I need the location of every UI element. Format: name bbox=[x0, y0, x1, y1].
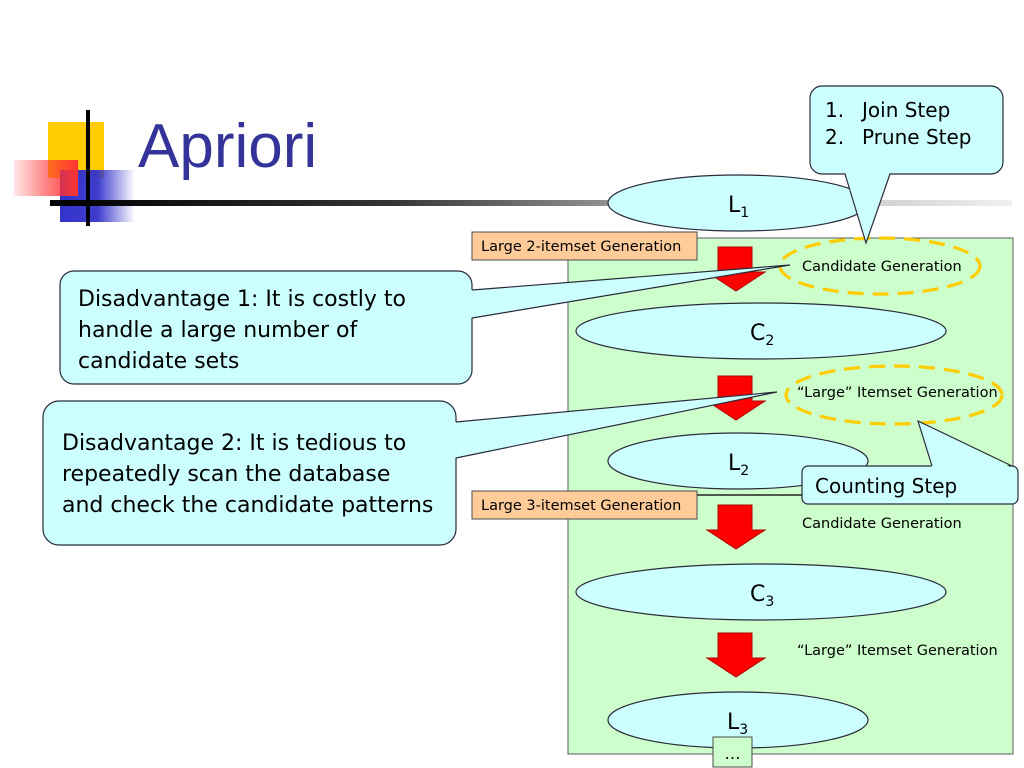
decor-vertical-rule bbox=[86, 110, 90, 226]
node-label: C3 bbox=[750, 582, 774, 610]
steps-list-number: 2. bbox=[825, 125, 844, 149]
node-letter: C bbox=[750, 321, 765, 346]
itemset-node-C3: C3 bbox=[575, 563, 947, 621]
node-letter: L bbox=[728, 451, 741, 476]
title-underline-rule bbox=[50, 200, 1012, 206]
steps-list-item-join: Join Step bbox=[860, 98, 950, 122]
stage-label-large-3-itemset: Large 3-itemset Generation bbox=[471, 490, 698, 520]
node-label: L3 bbox=[727, 710, 748, 738]
stage-label-text: Large 3-itemset Generation bbox=[481, 498, 681, 514]
highlight-dashed-ellipse bbox=[784, 364, 1004, 426]
node-ellipse bbox=[575, 563, 947, 621]
decor-red-bar bbox=[14, 160, 78, 196]
disadvantage-2-callout: Disadvantage 2: It is tedious to repeate… bbox=[42, 391, 778, 546]
node-label: L1 bbox=[728, 193, 749, 221]
callout-text-line: Disadvantage 1: It is costly to bbox=[78, 287, 406, 312]
continuation-box-frame bbox=[712, 736, 753, 768]
callout-box bbox=[59, 270, 473, 385]
node-letter: C bbox=[750, 582, 765, 607]
stage-label-box bbox=[471, 231, 698, 261]
step-label-candidate-generation-2: Candidate Generation bbox=[802, 516, 962, 532]
node-label: L2 bbox=[728, 451, 749, 479]
step-label: Candidate Generation bbox=[802, 259, 962, 275]
callout-pointer-outline bbox=[844, 173, 891, 245]
step-label: “Large” Itemset Generation bbox=[797, 385, 998, 401]
highlight-dashed-ellipse bbox=[778, 236, 982, 296]
node-ellipse bbox=[575, 302, 947, 360]
node-subscript: 3 bbox=[765, 594, 774, 610]
flow-arrow-down bbox=[705, 632, 767, 678]
stage-label-text: Large 2-itemset Generation bbox=[481, 239, 681, 255]
node-subscript: 3 bbox=[739, 722, 748, 738]
step-label-large-itemset-generation-2: “Large” Itemset Generation bbox=[797, 643, 998, 659]
node-letter: L bbox=[728, 193, 741, 218]
counting-step-callout: Counting Step bbox=[801, 419, 1019, 505]
callout-box bbox=[42, 400, 457, 546]
node-label: C2 bbox=[750, 321, 774, 349]
step-large-itemset-generation-1: “Large” Itemset Generation bbox=[784, 364, 1004, 426]
node-letter: L bbox=[727, 710, 740, 735]
itemset-node-L1: L1 bbox=[607, 174, 869, 232]
stage-label-large-2-itemset: Large 2-itemset Generation bbox=[471, 231, 698, 261]
callout-text-line: candidate sets bbox=[78, 349, 239, 374]
title-decoration bbox=[14, 110, 1012, 226]
steps-list-number: 1. bbox=[825, 98, 844, 122]
callout-pointer-outline bbox=[917, 419, 1013, 467]
slide-title: Apriori bbox=[138, 112, 317, 181]
itemset-node-L3: L3 bbox=[607, 691, 869, 749]
continuation-ellipsis: … bbox=[725, 744, 741, 763]
flow-arrow-down bbox=[705, 504, 767, 550]
callout-text-line: Disadvantage 2: It is tedious to bbox=[62, 431, 406, 456]
callout-text-line: handle a large number of bbox=[78, 318, 359, 343]
counting-step-label: Counting Step bbox=[815, 474, 957, 498]
callout-box bbox=[809, 85, 1004, 175]
node-subscript: 1 bbox=[740, 205, 749, 221]
steps-callout: 1. Join Step 2. Prune Step bbox=[809, 85, 1004, 245]
callout-pointer-outline bbox=[471, 264, 791, 319]
callout-pointer-outline bbox=[455, 391, 778, 459]
node-subscript: 2 bbox=[765, 333, 774, 349]
itemset-node-C2: C2 bbox=[575, 302, 947, 360]
node-subscript: 2 bbox=[740, 463, 749, 479]
callout-box bbox=[801, 465, 1019, 505]
callout-text-line: repeatedly scan the database bbox=[62, 462, 390, 487]
step-candidate-generation-1: Candidate Generation bbox=[778, 236, 982, 296]
steps-list-item-prune: Prune Step bbox=[862, 125, 971, 149]
continuation-box: … bbox=[712, 736, 753, 768]
disadvantage-1-callout: Disadvantage 1: It is costly to handle a… bbox=[59, 264, 791, 385]
callout-text-line: and check the candidate patterns bbox=[62, 493, 433, 518]
stage-label-box bbox=[471, 490, 698, 520]
callout-pointer bbox=[845, 172, 890, 243]
